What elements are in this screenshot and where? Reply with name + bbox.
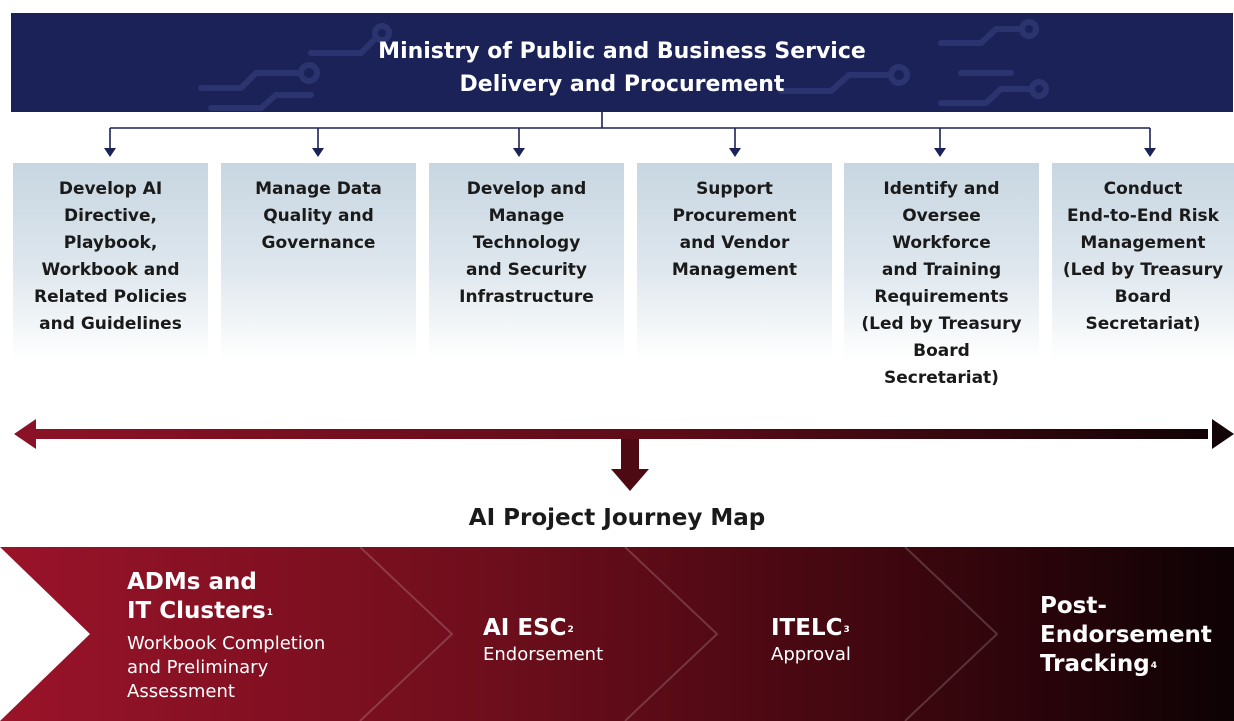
function-box bbox=[13, 163, 208, 360]
left-right-arrow-icon bbox=[14, 419, 1234, 449]
function-text-line: Board bbox=[913, 341, 970, 361]
function-text-line: Workbook and bbox=[41, 260, 180, 280]
function-text-line: Manage bbox=[488, 206, 565, 226]
journey-step-post-endorsement: Post- Endorsement Tracking4 bbox=[1040, 592, 1230, 679]
step-description-line: Assessment bbox=[127, 681, 235, 702]
journey-step-adms: ADMs and IT Clusters1 Workbook Completio… bbox=[127, 568, 367, 704]
step-description-line: and Preliminary bbox=[127, 657, 269, 678]
function-text-line: Related Policies bbox=[33, 287, 187, 307]
function-text-line: and Training bbox=[881, 260, 1002, 280]
step-heading-line: ITELC bbox=[771, 615, 843, 641]
function-box bbox=[637, 163, 832, 360]
journey-step-itelc: ITELC3 Approval bbox=[771, 614, 931, 667]
function-text-line: Secretariat) bbox=[884, 368, 999, 388]
function-text-line: Procurement bbox=[672, 206, 797, 226]
function-text-line: Support bbox=[696, 179, 773, 199]
step-description: Workbook Completion and Preliminary Asse… bbox=[127, 632, 367, 704]
step-heading: AI ESC2 bbox=[483, 614, 663, 643]
journey-step-ai-esc: AI ESC2 Endorsement bbox=[483, 614, 663, 667]
journey-map-title: AI Project Journey Map bbox=[468, 505, 766, 531]
function-box bbox=[429, 163, 624, 360]
step-heading: Post- Endorsement Tracking4 bbox=[1040, 592, 1230, 679]
step-heading-line: AI ESC bbox=[483, 615, 567, 641]
function-data-quality: Manage Data Quality and Governance bbox=[221, 176, 416, 257]
function-procurement-vendor: Support Procurement and Vendor Managemen… bbox=[637, 176, 832, 284]
step-description-line: Approval bbox=[771, 644, 851, 665]
function-text-line: End-to-End Risk bbox=[1067, 206, 1219, 226]
function-text-line: Manage Data bbox=[255, 179, 382, 199]
function-technology-security: Develop and Manage Technology and Securi… bbox=[429, 176, 624, 311]
function-text-line: Develop AI bbox=[58, 179, 163, 199]
function-text-line: Playbook, bbox=[63, 233, 158, 253]
ministry-title-line: Delivery and Procurement bbox=[459, 72, 785, 97]
ministry-header: Ministry of Public and Business Service … bbox=[11, 13, 1233, 112]
step-heading-line: Endorsement bbox=[1040, 622, 1212, 648]
step-description-line: Workbook Completion bbox=[127, 633, 326, 654]
function-develop-ai-directive: Develop AI Directive, Playbook, Workbook… bbox=[13, 176, 208, 338]
function-text-line: Management bbox=[1080, 233, 1206, 253]
function-text-line: Directive, bbox=[64, 206, 157, 226]
down-arrow-icon bbox=[611, 439, 649, 491]
function-text-line: Board bbox=[1114, 287, 1172, 307]
step-heading: ADMs and IT Clusters1 bbox=[127, 568, 367, 626]
function-box bbox=[1052, 163, 1234, 360]
step-heading-line: IT Clusters bbox=[127, 598, 266, 624]
step-heading: ITELC3 bbox=[771, 614, 931, 643]
function-box bbox=[221, 163, 416, 360]
function-text-line: Develop and bbox=[466, 179, 587, 199]
footnote-marker: 2 bbox=[567, 625, 574, 635]
function-text-line: Management bbox=[671, 260, 798, 280]
function-text-line: Workforce bbox=[892, 233, 991, 253]
org-connectors bbox=[104, 112, 1156, 157]
function-text-line: Infrastructure bbox=[459, 287, 594, 307]
function-text-line: and Security bbox=[465, 260, 588, 280]
footnote-marker: 3 bbox=[843, 625, 850, 635]
footnote-marker: 4 bbox=[1150, 661, 1157, 671]
footnote-marker: 1 bbox=[266, 608, 273, 618]
function-risk-management: Conduct End-to-End Risk Management (Led … bbox=[1052, 176, 1234, 338]
step-description-line: Endorsement bbox=[483, 644, 604, 665]
double-arrow-bar bbox=[14, 419, 1234, 491]
function-workforce-training: Identify and Oversee Workforce and Train… bbox=[844, 176, 1039, 392]
journey-chevron-band bbox=[0, 547, 1234, 721]
function-text-line: Quality and bbox=[263, 206, 374, 226]
step-description: Approval bbox=[771, 643, 931, 667]
ministry-title: Ministry of Public and Business Service … bbox=[11, 35, 1233, 101]
step-heading-line: ADMs and bbox=[127, 569, 257, 595]
step-description: Endorsement bbox=[483, 643, 663, 667]
function-text-line: and Vendor bbox=[679, 233, 790, 253]
circuit-decoration bbox=[198, 19, 1049, 111]
function-text-line: Secretariat) bbox=[1085, 314, 1201, 334]
function-text-line: and Guidelines bbox=[39, 314, 182, 334]
function-text-line: Identify and bbox=[883, 179, 1000, 199]
function-text-line: Conduct bbox=[1103, 179, 1183, 199]
function-text-line: (Led by Treasury bbox=[1062, 260, 1224, 280]
function-box bbox=[844, 163, 1039, 360]
function-text-line: (Led by Treasury bbox=[861, 314, 1022, 334]
function-text-line: Oversee bbox=[902, 206, 981, 226]
step-heading-line: Post- bbox=[1040, 593, 1107, 619]
function-text-line: Governance bbox=[261, 233, 376, 253]
ministry-title-line: Ministry of Public and Business Service bbox=[378, 39, 866, 64]
step-heading-line: Tracking bbox=[1040, 651, 1150, 677]
function-text-line: Technology bbox=[472, 233, 581, 253]
function-text-line: Requirements bbox=[874, 287, 1009, 307]
